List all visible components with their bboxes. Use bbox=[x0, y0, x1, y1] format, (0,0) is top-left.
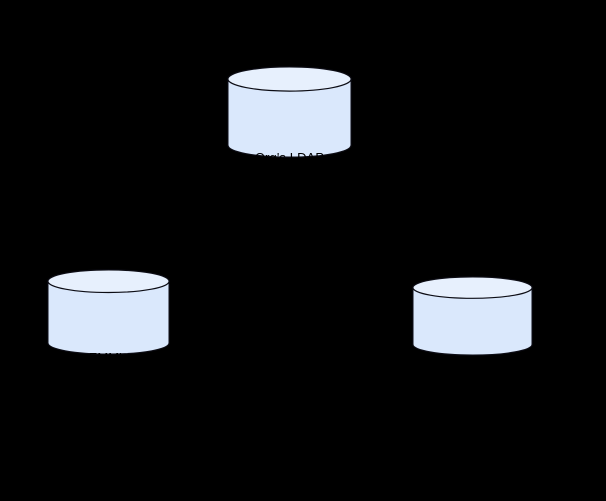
database-cylinder-icon bbox=[227, 66, 352, 158]
database-cylinder-icon bbox=[47, 269, 170, 355]
node-ldap-directory[interactable]: Org's LDAP directory bbox=[227, 66, 352, 243]
node-ldap-label-line2: directory bbox=[264, 228, 315, 244]
node-emm-database[interactable]: EMM's database bbox=[47, 269, 170, 443]
node-google[interactable]: Google bbox=[412, 276, 533, 381]
node-emm-label-line2: database bbox=[81, 427, 136, 443]
node-google-label-line1: Google bbox=[451, 366, 494, 382]
database-cylinder-icon bbox=[412, 276, 533, 356]
diagram-canvas: Org's LDAP directory EMM's database Goog… bbox=[47, 66, 533, 443]
